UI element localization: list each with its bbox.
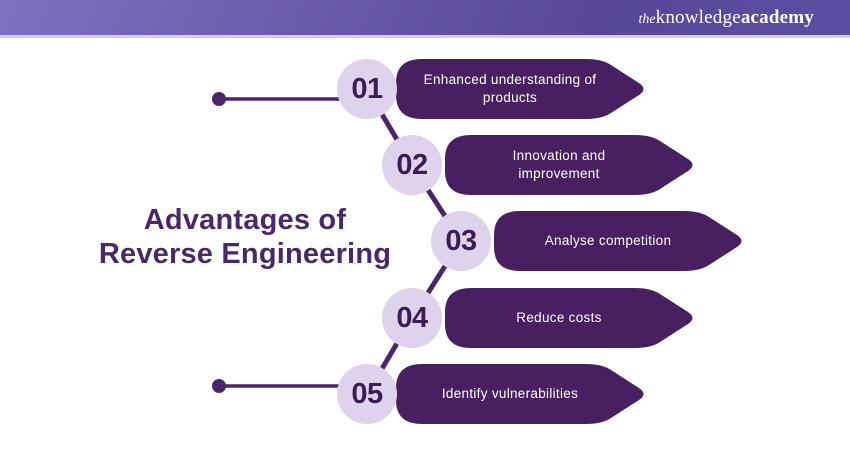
step-number-3: 03	[445, 224, 477, 257]
advantage-banner-5: Identify vulnerabilities	[396, 364, 648, 424]
advantage-label-5: Identify vulnerabilities	[441, 386, 579, 401]
logo-academy: academy	[740, 7, 814, 28]
advantage-banner-1: Enhanced understanding of products	[396, 59, 648, 119]
step-circle-3: 03	[431, 211, 491, 271]
title-line-1: Advantages of	[143, 204, 347, 236]
advantage-label-3: Analyse competition	[544, 233, 672, 248]
step-number-1: 01	[351, 72, 383, 105]
step-circle-2: 02	[382, 135, 442, 195]
page-title: Advantages of Reverse Engineering	[75, 203, 415, 271]
step-circle-1: 01	[337, 59, 397, 119]
banner-arrow-shape	[445, 288, 693, 348]
logo-knowledge: knowledge	[655, 7, 741, 28]
advantage-label-2: Innovation and improvement	[512, 148, 606, 181]
advantage-label-1: Enhanced understanding of products	[423, 72, 597, 105]
banner-arrow-shape	[396, 59, 644, 119]
header-bar: theknowledgeacademy	[0, 0, 850, 38]
advantage-label-4: Reduce costs	[516, 310, 602, 325]
logo-the: the	[638, 12, 656, 27]
banner-arrow-shape	[396, 364, 644, 424]
title-line-2: Reverse Engineering	[98, 238, 392, 270]
advantage-banner-2: Innovation and improvement	[445, 135, 697, 195]
connector-dot	[212, 92, 226, 106]
step-number-4: 04	[396, 301, 428, 334]
step-number-5: 05	[351, 377, 383, 410]
step-circle-4: 04	[382, 288, 442, 348]
advantage-banner-4: Reduce costs	[445, 288, 697, 348]
step-circle-5: 05	[337, 364, 397, 424]
banner-arrow-shape	[494, 211, 742, 271]
step-number-2: 02	[396, 148, 428, 181]
banner-arrow-shape	[445, 135, 693, 195]
advantage-banner-3: Analyse competition	[494, 211, 746, 271]
connector-dot	[212, 379, 226, 393]
brand-logo: theknowledgeacademy	[639, 0, 814, 38]
